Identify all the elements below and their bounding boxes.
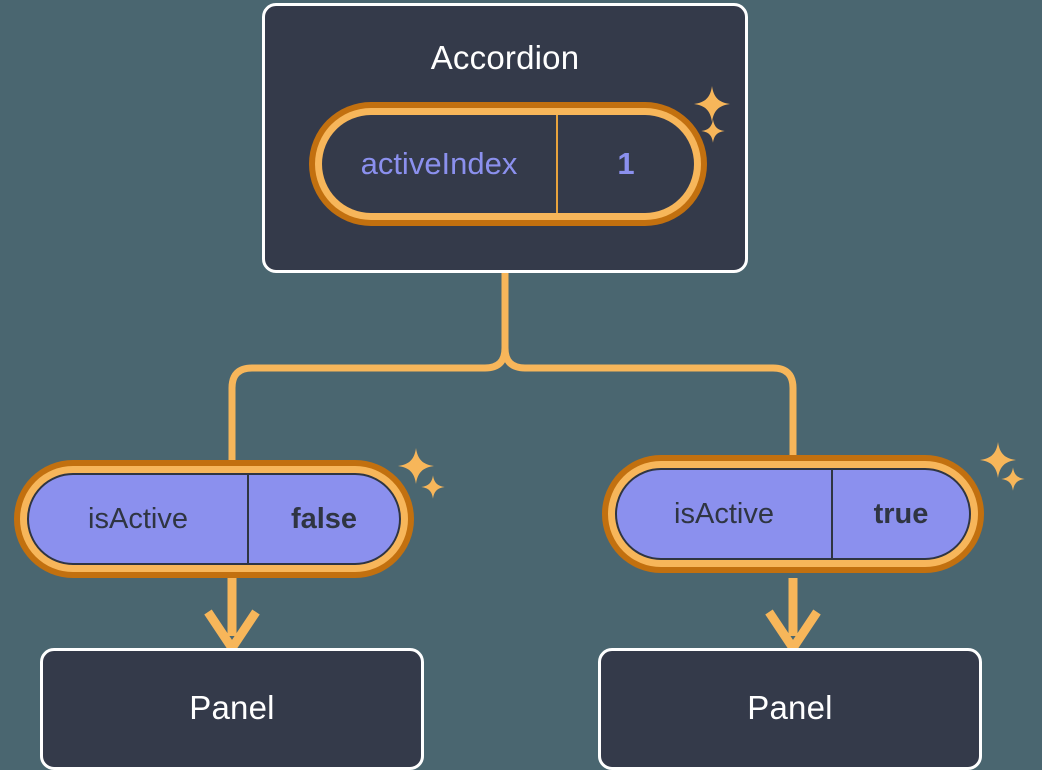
- prop-value-label: true: [831, 470, 969, 558]
- pill-body: isActive true: [615, 468, 971, 560]
- node-panel-left[interactable]: Panel: [40, 648, 424, 770]
- pill-ring-inner: activeIndex 1: [315, 108, 701, 220]
- pill-ring-inner: isActive true: [608, 461, 978, 567]
- prop-key-label: isActive: [674, 497, 774, 530]
- wire-root-to-left: [228, 269, 509, 466]
- panel-title: Panel: [747, 689, 833, 726]
- state-pill-activeindex[interactable]: activeIndex 1: [309, 102, 707, 226]
- sparkle-icon: [420, 474, 446, 500]
- page-title: Accordion: [430, 39, 580, 76]
- pill-body: isActive false: [27, 473, 401, 565]
- prop-value-label: false: [247, 475, 399, 563]
- state-value-label: 1: [556, 115, 694, 213]
- arrowhead-left: [204, 609, 260, 651]
- prop-pill-isactive-true[interactable]: isActive true: [602, 455, 984, 573]
- node-panel-right[interactable]: Panel: [598, 648, 982, 770]
- panel-title: Panel: [189, 689, 275, 726]
- prop-key-label: isActive: [88, 502, 188, 535]
- sparkle-icon: [700, 118, 726, 144]
- pill-body: activeIndex 1: [322, 115, 694, 213]
- pill-ring-inner: isActive false: [20, 466, 408, 572]
- wire-root-to-right: [501, 269, 797, 466]
- state-key-label: activeIndex: [360, 146, 518, 181]
- prop-pill-isactive-false[interactable]: isActive false: [14, 460, 414, 578]
- sparkle-icon: [692, 84, 732, 124]
- sparkle-icon: [978, 440, 1018, 480]
- sparkle-icon: [1000, 466, 1026, 492]
- node-accordion[interactable]: Accordion activeIndex 1: [262, 3, 748, 273]
- sparkle-icon: [396, 446, 436, 486]
- arrowhead-right: [765, 609, 821, 651]
